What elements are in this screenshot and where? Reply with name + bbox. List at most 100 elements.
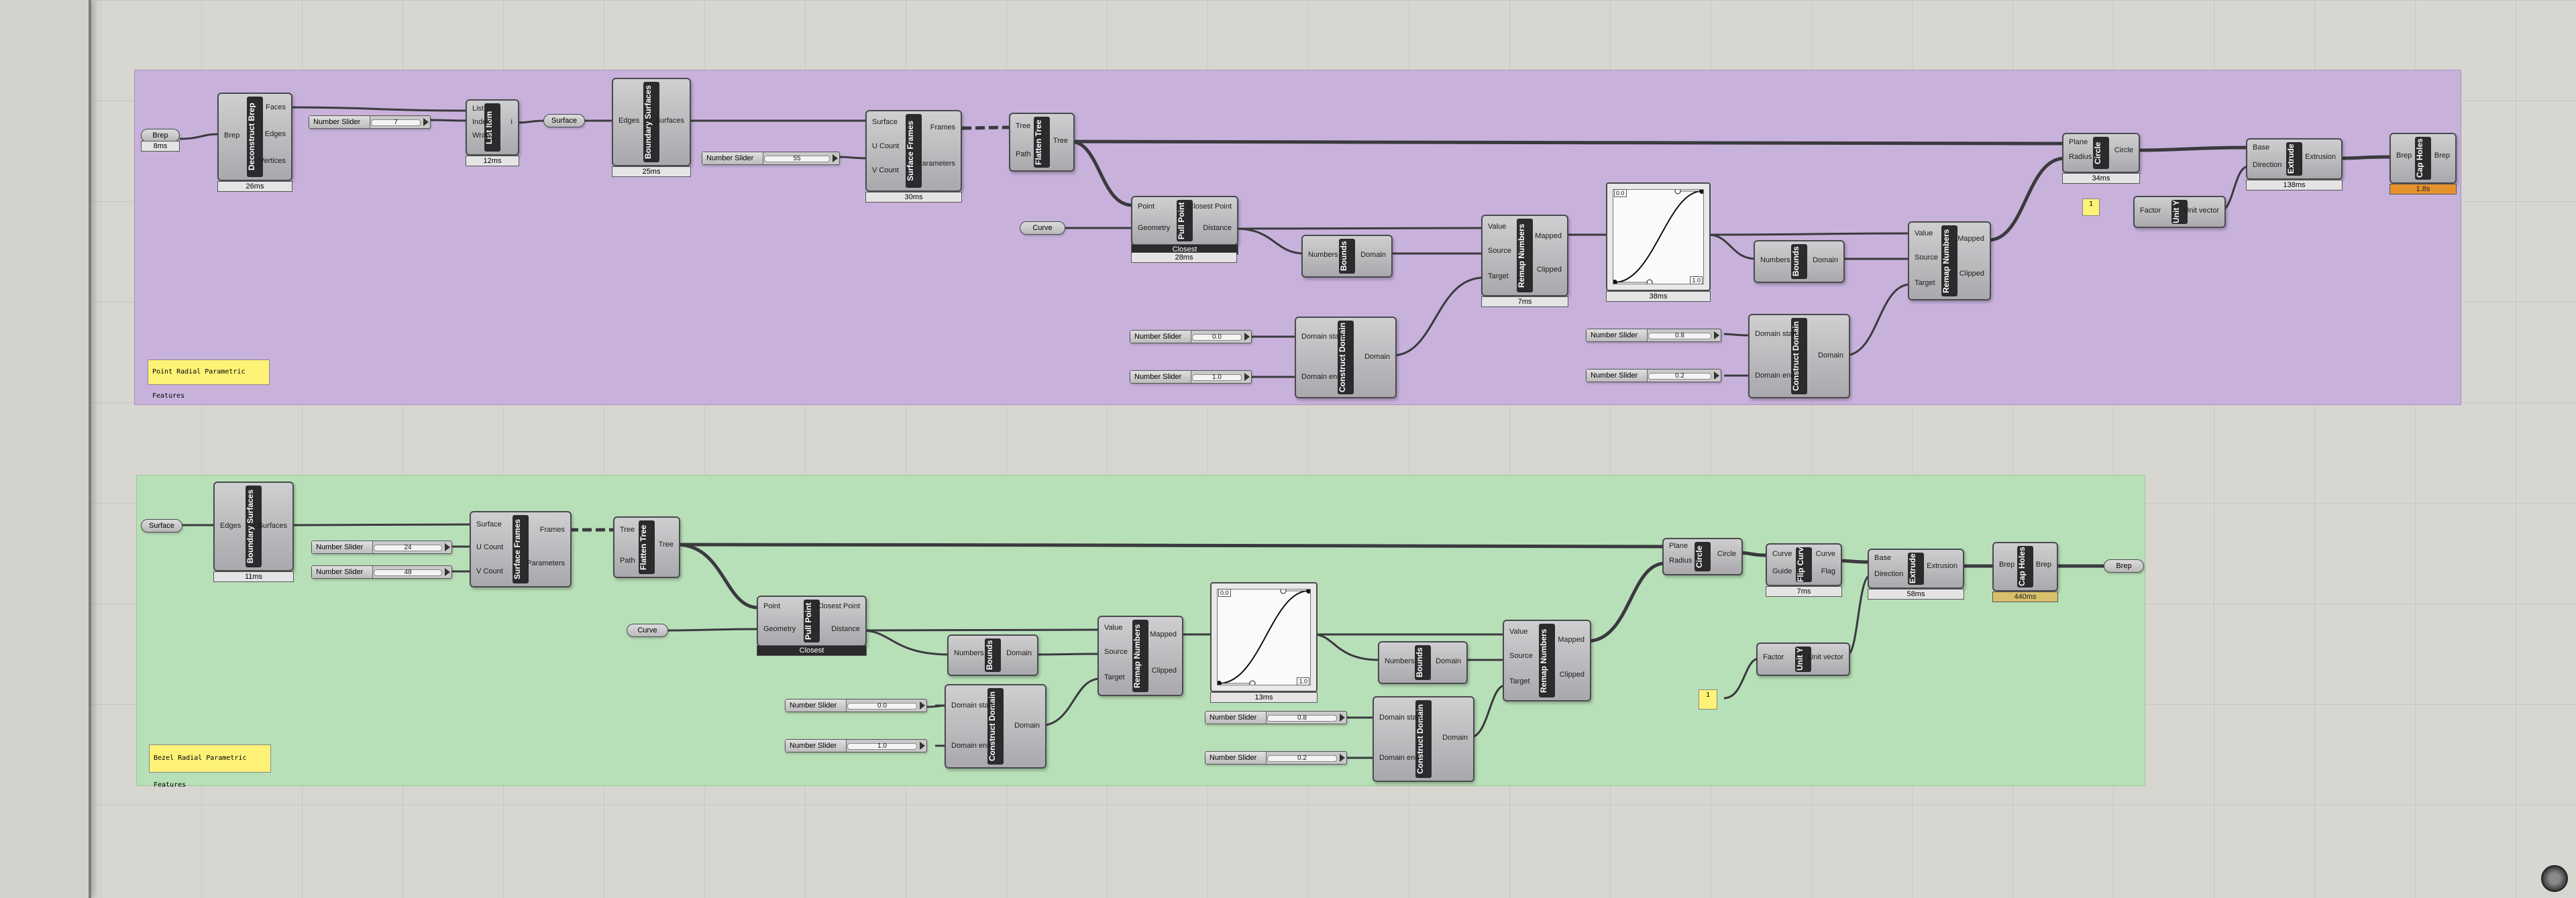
- output-port[interactable]: Domain: [1442, 734, 1468, 742]
- slider-value[interactable]: 0.0: [1192, 334, 1242, 341]
- input-port[interactable]: Source: [1509, 652, 1533, 660]
- input-port[interactable]: Domain end: [1379, 754, 1419, 762]
- input-port[interactable]: Index: [472, 118, 490, 126]
- bounds-component[interactable]: Bounds Numbers Domain: [1754, 240, 1845, 283]
- input-port[interactable]: Plane: [1669, 542, 1688, 550]
- construct-domain-component[interactable]: Construct Domain Domain start Domain end…: [1748, 314, 1850, 398]
- output-port[interactable]: Extrusion: [1927, 562, 1957, 570]
- output-port[interactable]: Tree: [658, 541, 674, 549]
- number-slider[interactable]: Number Slider 0.0: [785, 699, 927, 712]
- output-port[interactable]: Clipped: [1536, 266, 1562, 274]
- output-port[interactable]: Closest Point: [1188, 203, 1232, 211]
- input-port[interactable]: Base: [2253, 144, 2270, 152]
- input-port[interactable]: Numbers: [1385, 657, 1415, 665]
- input-port[interactable]: Path: [1016, 150, 1031, 158]
- remap-numbers-component[interactable]: Remap Numbers Value Source Target Mapped…: [1503, 620, 1591, 701]
- input-port[interactable]: Value: [1104, 624, 1123, 632]
- input-port[interactable]: Radius: [1669, 557, 1693, 565]
- deconstruct-brep-component[interactable]: Deconstruct Brep Brep Faces Edges Vertic…: [217, 93, 292, 192]
- extrude-component[interactable]: Extrude Base Direction Extrusion 138ms: [2246, 138, 2343, 190]
- input-port[interactable]: Source: [1104, 648, 1128, 656]
- output-port[interactable]: Surfaces: [655, 117, 684, 125]
- input-port[interactable]: List: [472, 105, 484, 113]
- input-port[interactable]: Geometry: [763, 625, 796, 633]
- number-slider[interactable]: Number Slider 0.2: [1205, 751, 1347, 765]
- slider-value[interactable]: 48: [374, 569, 442, 576]
- input-port[interactable]: Numbers: [1760, 256, 1790, 264]
- input-port[interactable]: Target: [1509, 677, 1530, 685]
- input-port[interactable]: Curve: [1772, 550, 1792, 558]
- graph-mapper[interactable]: 0.0 1.0 13ms: [1210, 582, 1318, 703]
- input-port[interactable]: Domain end: [1755, 372, 1795, 380]
- number-slider[interactable]: Number Slider 0.8: [1586, 329, 1721, 342]
- input-port[interactable]: Numbers: [954, 649, 984, 657]
- circle-component[interactable]: Circle Plane Radius Circle 34ms: [2062, 133, 2140, 184]
- input-port[interactable]: Guide: [1772, 567, 1792, 575]
- number-slider[interactable]: Number Slider 1.0: [1130, 370, 1252, 384]
- input-port[interactable]: Numbers: [1308, 251, 1338, 259]
- input-port[interactable]: Domain start: [1755, 330, 1797, 338]
- output-port[interactable]: Clipped: [1559, 671, 1585, 679]
- input-port[interactable]: Value: [1915, 229, 1933, 237]
- input-port[interactable]: Tree: [620, 526, 635, 534]
- number-slider[interactable]: Number Slider 55: [702, 152, 840, 165]
- flatten-tree-component[interactable]: Flatten Tree Tree Path Tree: [1009, 113, 1075, 172]
- surface-param[interactable]: Surface: [141, 519, 182, 532]
- output-port[interactable]: Extrusion: [2305, 153, 2336, 161]
- slider-value[interactable]: 55: [764, 156, 830, 162]
- number-slider[interactable]: Number Slider 0.2: [1586, 369, 1721, 382]
- extrude-component[interactable]: Extrude Base Direction Extrusion 58ms: [1868, 549, 1964, 600]
- output-port[interactable]: Circle: [2114, 146, 2133, 154]
- output-port[interactable]: Curve: [1815, 550, 1835, 558]
- input-port[interactable]: Value: [1509, 628, 1528, 636]
- input-port[interactable]: Target: [1104, 673, 1125, 681]
- value-panel[interactable]: 1: [1699, 689, 1717, 710]
- output-port[interactable]: Domain: [1006, 649, 1032, 657]
- note-panel[interactable]: Bezel Radial Parametric Features: [149, 744, 271, 789]
- input-port[interactable]: Brep: [2396, 152, 2412, 160]
- surface-frames-component[interactable]: Surface Frames Surface U Count V Count F…: [865, 110, 962, 203]
- output-port[interactable]: Mapped: [1150, 630, 1177, 638]
- input-port[interactable]: Direction: [2253, 161, 2282, 169]
- output-port[interactable]: Faces: [266, 103, 286, 111]
- number-slider[interactable]: Number Slider 7: [309, 115, 431, 129]
- slider-value[interactable]: 1.0: [847, 743, 917, 750]
- output-port[interactable]: Parameters: [527, 559, 565, 567]
- output-port[interactable]: Surfaces: [258, 522, 287, 530]
- note-panel[interactable]: Point Radial Parametric Features: [148, 359, 270, 400]
- list-item-component[interactable]: List Item List Index Wrap i 12ms: [466, 99, 519, 166]
- output-port[interactable]: Vertices: [259, 157, 286, 165]
- input-port[interactable]: Value: [1488, 223, 1507, 231]
- bounds-component[interactable]: Bounds Numbers Domain: [947, 634, 1038, 676]
- curve-param[interactable]: Curve: [1020, 221, 1065, 235]
- output-port[interactable]: Domain: [1014, 722, 1040, 730]
- input-port[interactable]: Source: [1488, 247, 1511, 255]
- flatten-tree-component[interactable]: Flatten Tree Tree Path Tree: [613, 516, 680, 578]
- output-port[interactable]: Domain: [1436, 657, 1461, 665]
- output-port[interactable]: Clipped: [1959, 270, 1984, 278]
- input-port[interactable]: Domain end: [951, 742, 991, 750]
- input-port[interactable]: Domain start: [1379, 714, 1421, 722]
- number-slider[interactable]: Number Slider 0.8: [1205, 711, 1347, 724]
- slider-value[interactable]: 24: [374, 545, 442, 551]
- slider-value[interactable]: 0.8: [1267, 715, 1337, 722]
- slider-value[interactable]: 1.0: [1192, 374, 1242, 381]
- graph-canvas[interactable]: [1216, 587, 1311, 687]
- input-port[interactable]: Target: [1488, 272, 1509, 280]
- slider-value[interactable]: 0.2: [1648, 373, 1711, 380]
- number-slider[interactable]: Number Slider 1.0: [785, 739, 927, 752]
- output-port[interactable]: Unit vector: [1808, 653, 1843, 661]
- input-port[interactable]: Factor: [1763, 653, 1784, 661]
- input-port[interactable]: Factor: [2140, 207, 2161, 215]
- output-port[interactable]: Distance: [831, 625, 860, 633]
- bezier-curve[interactable]: [1216, 587, 1311, 687]
- input-port[interactable]: Base: [1874, 554, 1892, 562]
- output-port[interactable]: i: [511, 118, 513, 126]
- bezier-curve[interactable]: [1612, 188, 1705, 286]
- input-port[interactable]: U Count: [476, 543, 504, 551]
- input-port[interactable]: Domain start: [1301, 333, 1344, 341]
- construct-domain-component[interactable]: Construct Domain Domain start Domain end…: [1295, 317, 1397, 398]
- surface-param[interactable]: Surface: [543, 114, 585, 127]
- input-port[interactable]: Geometry: [1138, 224, 1171, 232]
- slider-value[interactable]: 7: [371, 119, 421, 126]
